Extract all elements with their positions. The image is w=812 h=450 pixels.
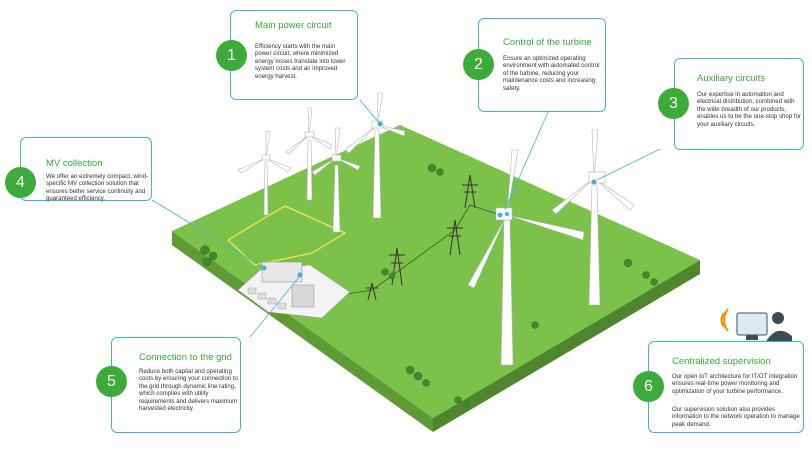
highlight-markers bbox=[261, 121, 597, 278]
ground-top bbox=[172, 125, 700, 418]
callout-control-of-the-turbine: Control of the turbine Ensure an optimiz… bbox=[478, 18, 606, 112]
callout-centralized-supervision: Centralized supervision Our open IoT arc… bbox=[648, 341, 804, 433]
step-badge-4: 4 bbox=[5, 167, 36, 198]
callout-body-secondary: Our supervision solution also provides i… bbox=[672, 406, 800, 428]
callout-leader-lines bbox=[151, 99, 661, 338]
callout-title: Main power circuit bbox=[255, 20, 332, 31]
callout-auxiliary-circuits: Auxiliary circuits Our expertise in auto… bbox=[674, 58, 804, 150]
callout-mv-collection: MV collection We offer an extremely comp… bbox=[20, 137, 152, 203]
ground-side-left bbox=[172, 231, 433, 432]
step-badge-1: 1 bbox=[216, 40, 247, 71]
callout-title: Control of the turbine bbox=[503, 37, 592, 48]
transmission-tower-icon bbox=[366, 174, 478, 301]
callout-title: MV collection bbox=[46, 158, 103, 169]
callout-body: Our expertise in automation and electric… bbox=[697, 91, 802, 128]
substation-icon bbox=[237, 261, 351, 319]
callout-body: Our open IoT architecture for IT/OT inte… bbox=[672, 373, 798, 395]
callout-main-power-circuit: Main power circuit Efficiency starts wit… bbox=[230, 10, 358, 100]
callout-body: Reduce both capital and operating costs … bbox=[139, 368, 238, 413]
callout-title: Auxiliary circuits bbox=[697, 73, 766, 84]
wind-turbine-icon bbox=[237, 92, 635, 366]
callout-connection-to-the-grid: Connection to the grid Reduce both capit… bbox=[111, 337, 241, 433]
callout-title: Centralized supervision bbox=[672, 356, 771, 367]
ground-side-right bbox=[433, 260, 700, 432]
callout-body: Ensure an optimized operating environmen… bbox=[503, 55, 600, 92]
step-badge-5: 5 bbox=[96, 366, 127, 397]
signal-waves-icon bbox=[720, 308, 729, 332]
callout-body: We offer an extremely compact, wind-spec… bbox=[46, 173, 149, 203]
step-badge-3: 3 bbox=[658, 88, 689, 119]
tree-icon bbox=[200, 163, 658, 409]
step-badge-2: 2 bbox=[463, 49, 494, 80]
callout-body: Efficiency starts with the main power ci… bbox=[255, 43, 346, 80]
step-badge-6: 6 bbox=[633, 371, 664, 402]
callout-title: Connection to the grid bbox=[139, 352, 232, 363]
cable-loop bbox=[227, 205, 347, 266]
